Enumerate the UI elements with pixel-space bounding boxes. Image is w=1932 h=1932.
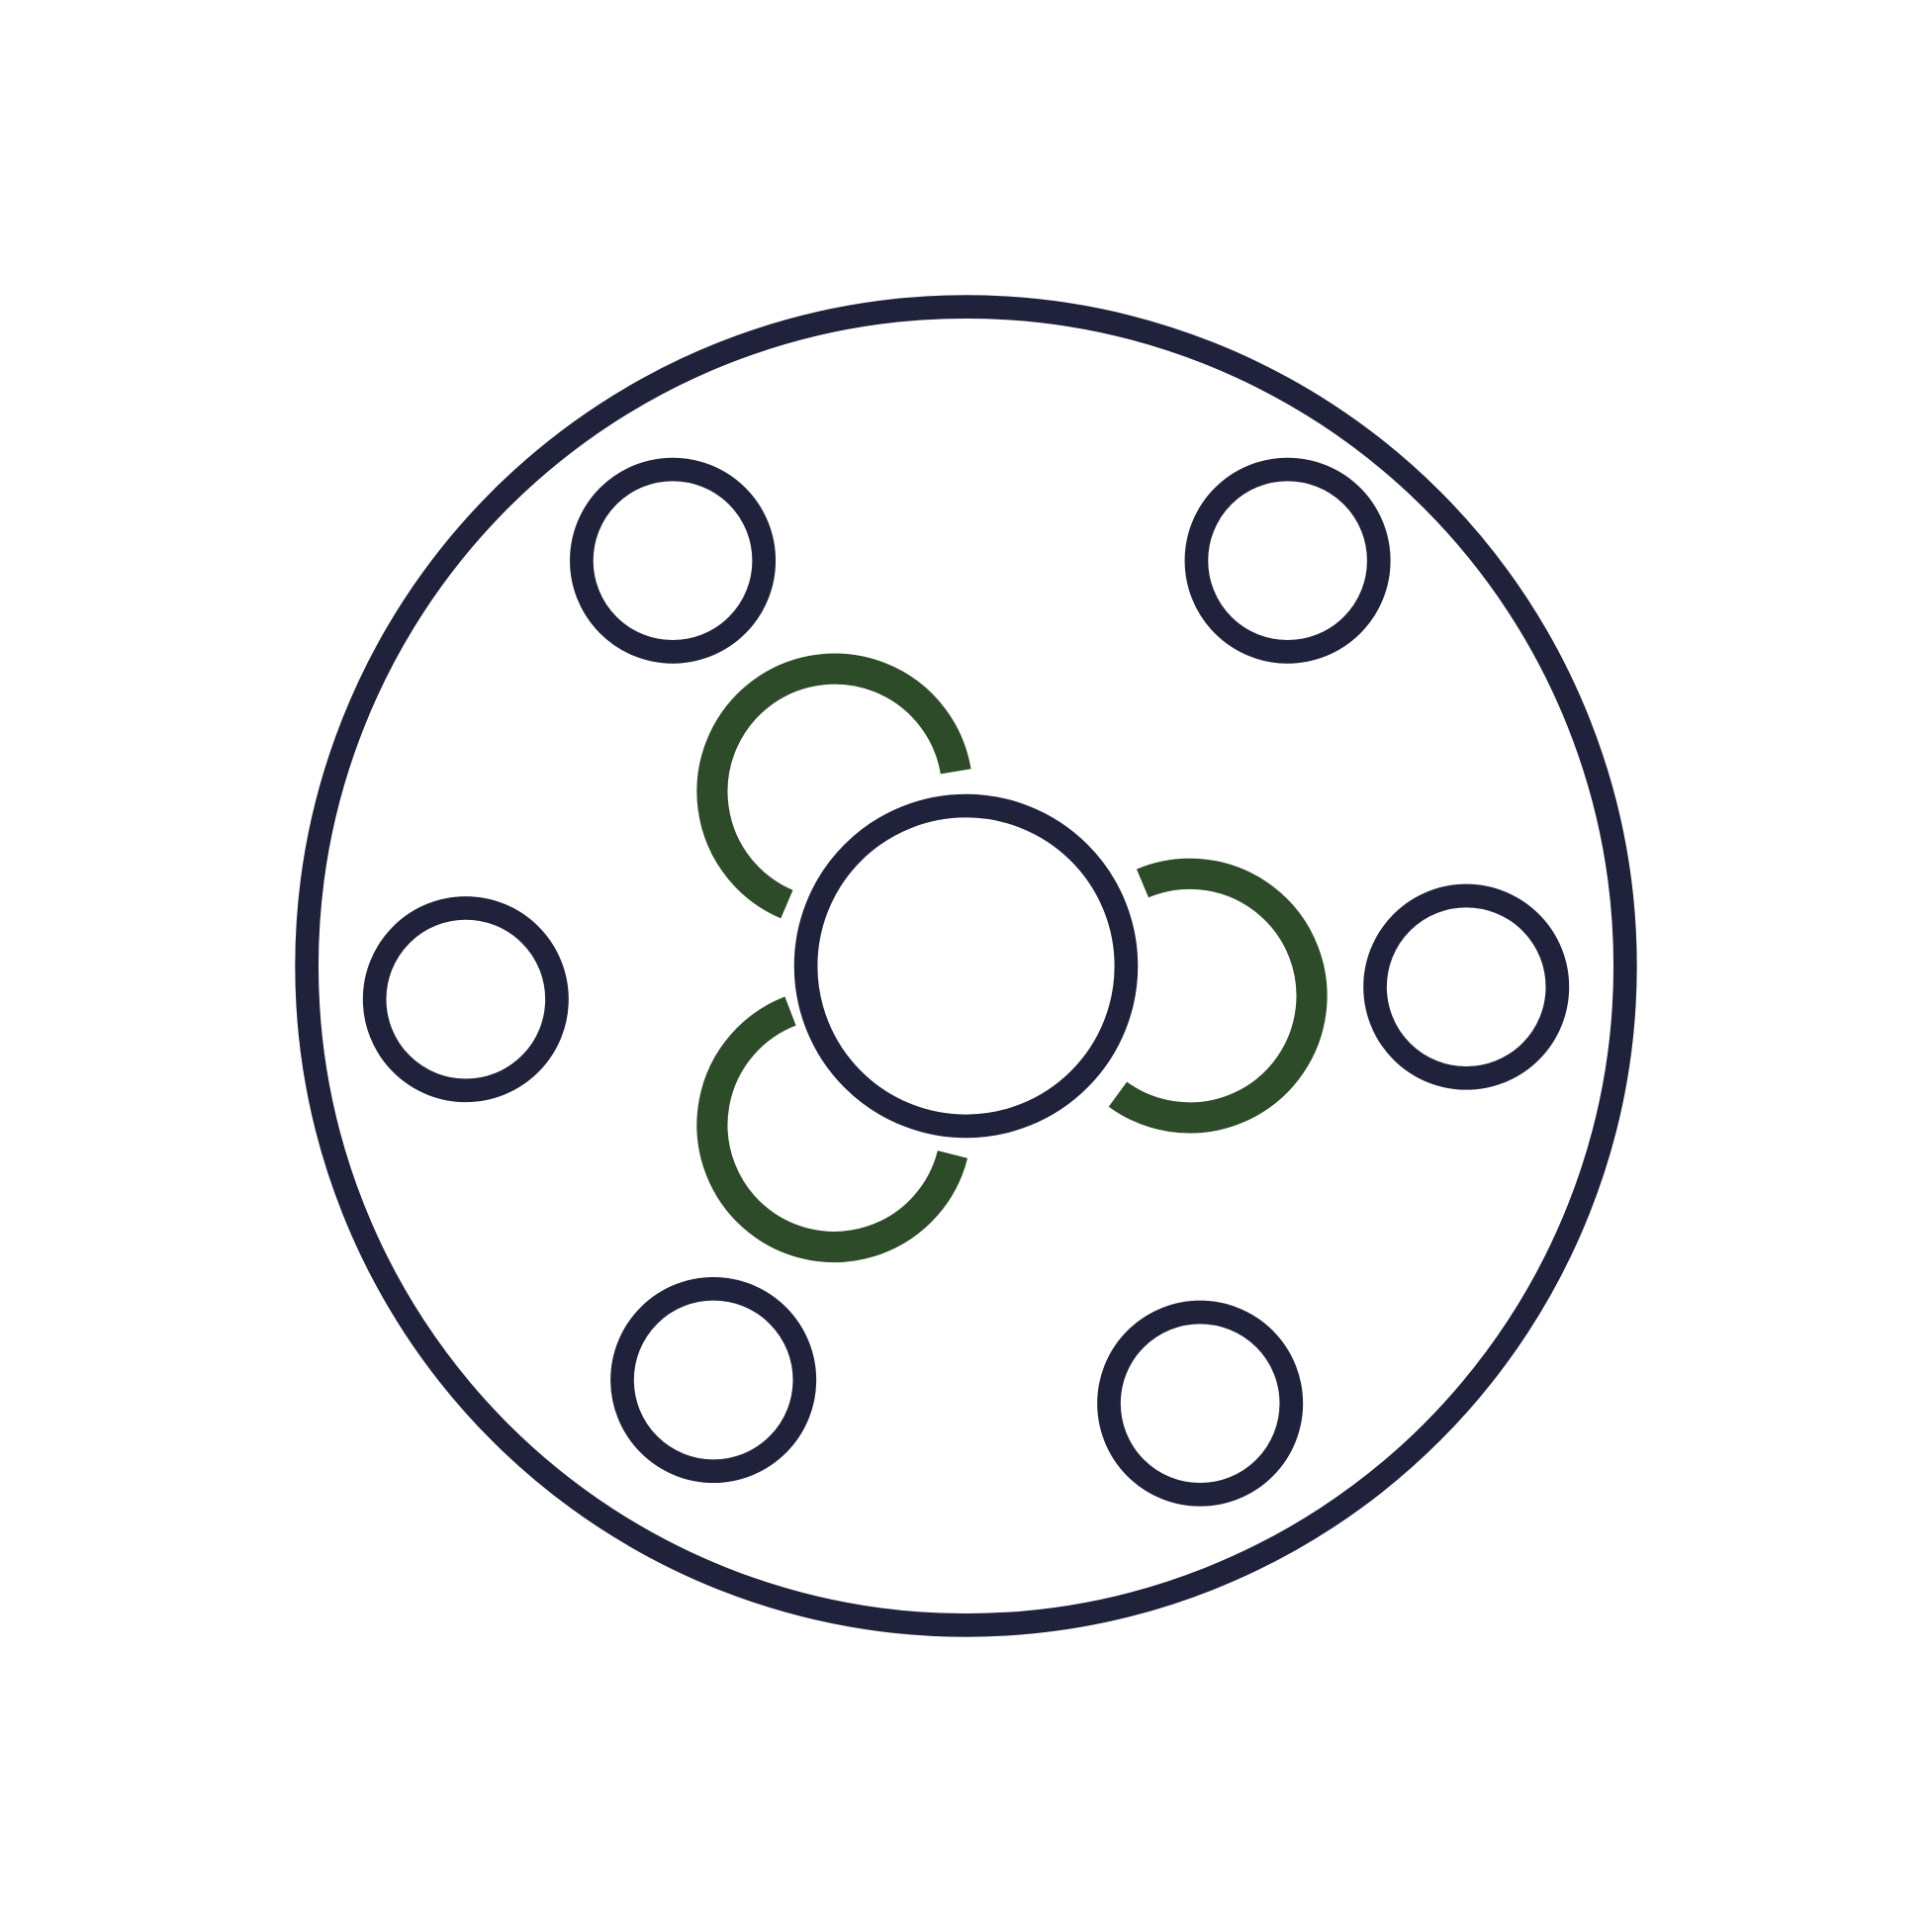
satellite-circle-bottom-right xyxy=(1097,1300,1304,1507)
green-arc-lower-left xyxy=(696,996,968,1263)
satellite-circle-bottom-left xyxy=(610,1276,817,1484)
satellite-circle-right xyxy=(1363,883,1570,1090)
satellite-circles xyxy=(362,457,1570,1507)
center-circle xyxy=(793,793,1139,1139)
satellite-circle-left xyxy=(362,896,569,1103)
satellite-circle-top-right xyxy=(1184,457,1391,664)
green-arc-upper-left xyxy=(696,653,971,919)
outer-ring xyxy=(295,295,1637,1637)
green-arc-right xyxy=(1108,858,1328,1134)
satellite-circle-top-left xyxy=(570,457,777,664)
green-arcs xyxy=(696,653,1328,1263)
